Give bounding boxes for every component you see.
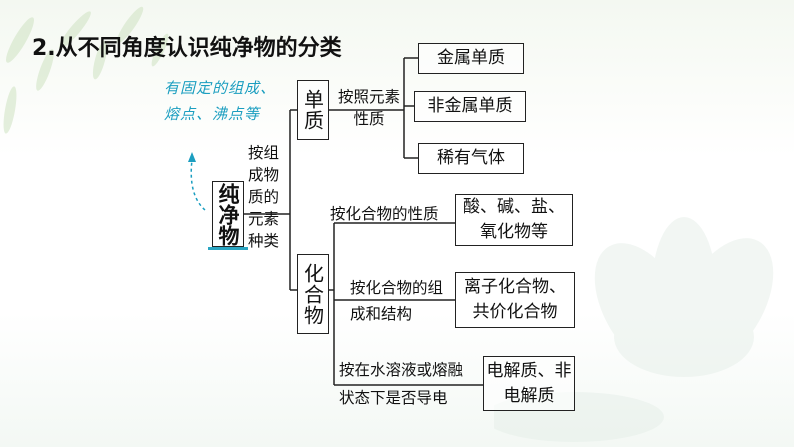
compound-criterion-property: 按化合物的性质 [330,205,439,223]
simple-criterion-label: 按照元素性质 [337,88,400,128]
metal-element-node: 金属单质 [418,43,524,74]
simple-substance-node: 单质 [297,80,329,140]
acid-base-salt-node: 酸、碱、盐、氧化物等 [455,194,573,246]
compound-node: 化合物 [297,254,329,334]
willow-leaves-decoration [3,6,169,134]
section-title: 2.从不同角度认识纯净物的分类 [32,36,342,61]
property-annotation: 有固定的组成、熔点、沸点等 [164,79,277,123]
nonmetal-element-node: 非金属单质 [414,91,526,122]
compound-criterion-conductivity: 按在水溶液或熔融状态下是否导电 [339,361,464,407]
lotus-decoration [494,217,774,442]
pure-substance-node: 纯净物 [212,181,244,247]
root-criterion-label: 按组成物质的元素种类 [248,144,280,250]
noble-gas-node: 稀有气体 [418,143,524,174]
electrolyte-node: 电解质、非电解质 [483,356,575,411]
compound-criterion-structure: 按化合物的组成和结构 [350,279,444,323]
ionic-covalent-node: 离子化合物、共价化合物 [455,272,575,328]
root-underline [208,247,248,250]
